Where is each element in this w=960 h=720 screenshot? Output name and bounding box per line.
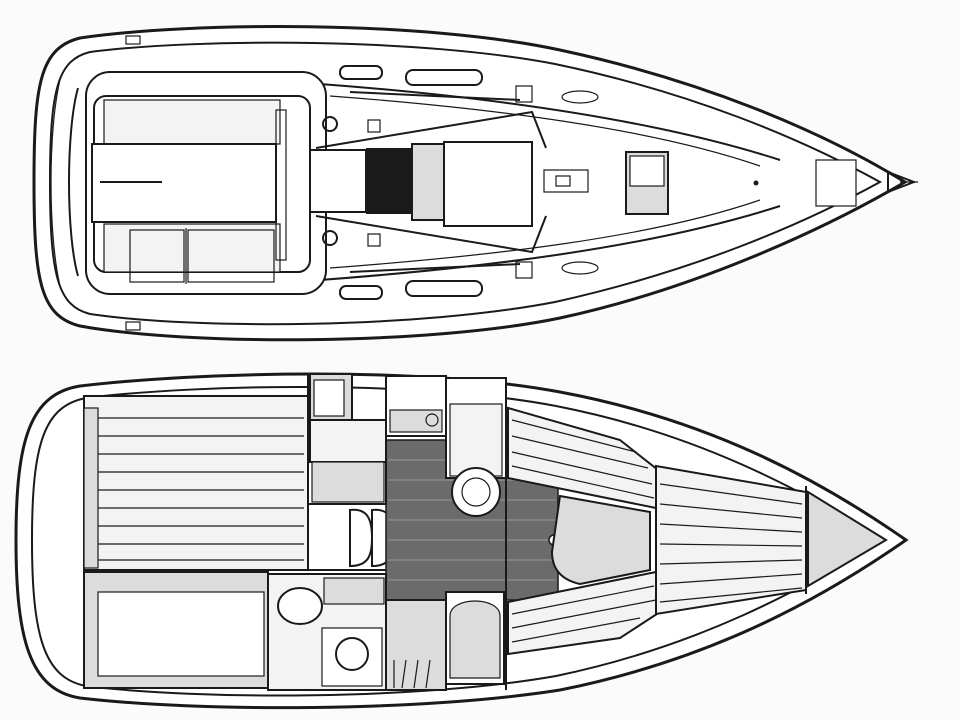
fairlead-upper [561, 90, 599, 104]
genoa-track-upper [349, 91, 521, 101]
coachroof-edge-lower [315, 215, 547, 254]
cleat-port [367, 119, 381, 133]
portlight-2-lower [405, 280, 483, 297]
forward-hatch-inner [629, 155, 665, 187]
deck-inner-edge [48, 41, 883, 326]
chainplate-upper [515, 85, 533, 103]
cockpit-locker-right [187, 229, 275, 283]
chain-locker [807, 490, 888, 588]
side-deck-line-lower-2 [329, 199, 761, 269]
fairlead-lower [561, 261, 599, 275]
aft-toilet [335, 637, 369, 671]
forward-v-berth [655, 464, 807, 616]
aft-head-counter [323, 577, 385, 605]
galley-sink [425, 413, 439, 427]
coachroof-edge-upper [315, 110, 547, 149]
cockpit-seat-upper [103, 99, 281, 145]
deck-fitting [753, 180, 759, 186]
stern-cleat-lower [125, 321, 141, 331]
cockpit-seat-lower [103, 223, 281, 273]
galley-stove [389, 409, 443, 433]
transom-line [68, 87, 79, 277]
winch-port [322, 116, 338, 132]
aft-cabin-berth [83, 395, 309, 571]
chainplate-lower [515, 261, 533, 279]
cockpit-locker-left [129, 229, 185, 283]
galley-sole [311, 461, 385, 503]
companionway-opening [366, 148, 412, 214]
side-deck-line-upper [319, 83, 781, 161]
v-berth-lines [659, 483, 803, 603]
aft-berth-cushion-lines [96, 417, 304, 561]
settee-lower-lines [511, 585, 657, 643]
toilet [451, 467, 501, 517]
transom-line-inner [50, 79, 61, 287]
genoa-track-lower [349, 263, 521, 273]
hanging-locker-lines [393, 659, 431, 689]
aft-washbasin [277, 587, 323, 625]
aft-berth-headboard [83, 407, 99, 569]
wet-locker-door [449, 600, 501, 679]
coachroof-hatch [443, 141, 533, 227]
head-bulkhead [449, 403, 503, 477]
saloon-table [550, 494, 651, 586]
anchor-locker [815, 159, 857, 207]
stern-cleat-upper [125, 35, 141, 45]
deck-plan-view [32, 25, 918, 342]
sliding-hatch [411, 143, 445, 221]
companionway-hatch-frame [309, 149, 367, 213]
interior-layout-view [14, 372, 909, 710]
toilet-bowl [461, 477, 491, 507]
side-deck-line-lower [319, 205, 781, 281]
mast-step [543, 169, 589, 193]
mast-base [555, 175, 571, 187]
settee-upper-lines [511, 419, 655, 499]
nav-seat [313, 379, 345, 417]
portlight-2-upper [405, 69, 483, 86]
side-deck-line-upper-2 [329, 95, 761, 167]
galley-bench [309, 419, 387, 463]
cleat-starboard [367, 233, 381, 247]
portlight-1-upper [339, 65, 383, 80]
portlight-1-lower [339, 285, 383, 300]
bow-fitting [887, 170, 917, 194]
winch-starboard [322, 230, 338, 246]
aft-storage-inner [97, 591, 265, 677]
steering-pedestal [275, 109, 287, 261]
